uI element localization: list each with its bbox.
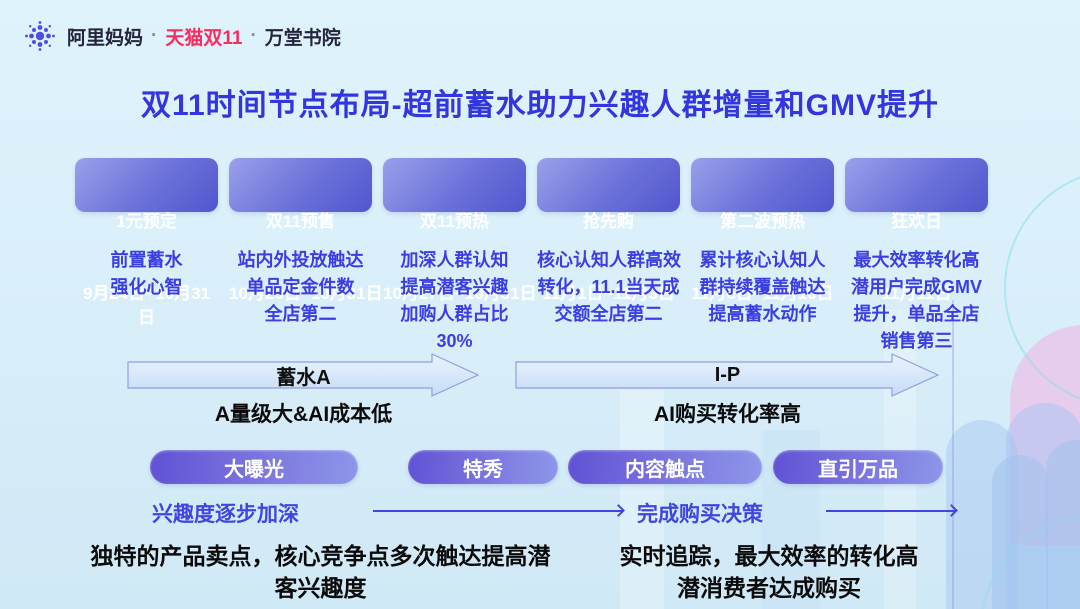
right-arrow-icon xyxy=(373,504,625,517)
phase-arrow-ip: I-P xyxy=(515,353,940,397)
arrow-head-icon xyxy=(945,504,958,517)
journey-step-interest: 兴趣度逐步加深 xyxy=(152,503,299,526)
stage-dates: 10月20日~10月31日 xyxy=(229,284,383,303)
stage-box-warmup: 双11预热 10月27日~10月31日 xyxy=(383,158,537,303)
brand-header: 阿里妈妈 · 天猫双11 · 万堂书院 xyxy=(22,18,341,54)
stage-box-second-warmup: 第二波预热 11月6日~11月10日 xyxy=(691,158,834,303)
phase-arrow-label: I-P xyxy=(714,363,741,386)
stage-result: 累计核心认知人 群持续覆盖触达 提高蓄水动作 xyxy=(699,250,826,324)
stage-box-carnival-day: 狂欢日 11月11日 xyxy=(845,158,988,303)
note-selling-points: 独特的产品卖点，核心竞争点多次触达提高潜 客兴趣度 xyxy=(90,543,551,601)
stage-result-row: 前置蓄水 强化心智 站内外投放触达 单品定金件数 全店第二 加深人群认知 提高潜… xyxy=(75,247,988,355)
pill-zhiyin-wanpin: 直引万品 xyxy=(773,450,943,484)
stage-name: 抢先购 xyxy=(583,212,634,231)
stage-result: 加深人群认知 提高潜客兴趣 加购人群占比 30% xyxy=(400,250,509,351)
brand-separator: · xyxy=(151,25,158,46)
stage-name: 狂欢日 xyxy=(891,212,942,231)
right-arrow-shape xyxy=(515,353,940,397)
stage-result: 前置蓄水 强化心智 xyxy=(110,250,183,297)
note-realtime-tracking: 实时追踪，最大效率的转化高 潜消费者达成购买 xyxy=(619,543,919,601)
stage-box-row: 1元预定 9月24日~10月31 日 双11预售 10月20日~10月31日 双… xyxy=(75,158,988,327)
brand-name: 阿里妈妈 xyxy=(67,27,144,49)
stage-box-presale: 双11预售 10月20日~10月31日 xyxy=(229,158,383,303)
phase-arrow-label: 蓄水A xyxy=(276,366,331,389)
pill-texiu: 特秀 xyxy=(408,450,558,484)
stage-box-early-buy: 抢先购 11月1日~11月3日 xyxy=(537,158,680,303)
stage-dates: 11月11日 xyxy=(881,284,952,303)
stage-result: 核心认知人群高效 转化，11.1当天成 交额全店第二 xyxy=(537,250,681,324)
phase-caption: AI购买转化率高 xyxy=(654,403,801,426)
brand-separator: · xyxy=(250,25,257,46)
stage-name: 双11预热 xyxy=(420,212,489,231)
stage-result: 最大效率转化高 潜用户完成GMV 提升，单品全店 销售第三 xyxy=(850,250,982,351)
right-arrow-icon xyxy=(826,504,958,517)
campaign-name: 天猫双11 xyxy=(165,27,243,49)
right-arrow-shape xyxy=(127,353,480,397)
stage-dates: 9月24日~10月31 日 xyxy=(82,284,211,327)
streak-decoration xyxy=(620,390,664,609)
phase-caption: A量级大&AI成本低 xyxy=(214,403,393,426)
academy-name: 万堂书院 xyxy=(264,27,341,49)
stage-dates: 11月1日~11月3日 xyxy=(542,284,675,303)
stage-result: 站内外投放触达 单品定金件数 全店第二 xyxy=(237,250,364,324)
stage-name: 第二波预热 xyxy=(720,212,805,231)
page-title: 双11时间节点布局-超前蓄水助力兴趣人群增量和GMV提升 xyxy=(140,89,940,122)
stage-box-1yuan-preorder: 1元预定 9月24日~10月31 日 xyxy=(75,158,218,327)
vertical-line-decoration xyxy=(952,300,954,609)
stage-name: 1元预定 xyxy=(116,212,177,231)
stage-dates: 10月27日~10月31日 xyxy=(383,284,537,303)
journey-step-purchase: 完成购买决策 xyxy=(637,503,763,526)
pill-big-exposure: 大曝光 xyxy=(150,450,358,484)
pill-content-touch: 内容触点 xyxy=(568,450,762,484)
phase-arrow-accumulation: 蓄水A xyxy=(127,353,480,397)
alimama-logo-icon xyxy=(25,21,55,51)
arrow-head-icon xyxy=(612,504,625,517)
stage-dates: 11月6日~11月10日 xyxy=(691,284,834,303)
stage-name: 双11预售 xyxy=(266,212,335,231)
